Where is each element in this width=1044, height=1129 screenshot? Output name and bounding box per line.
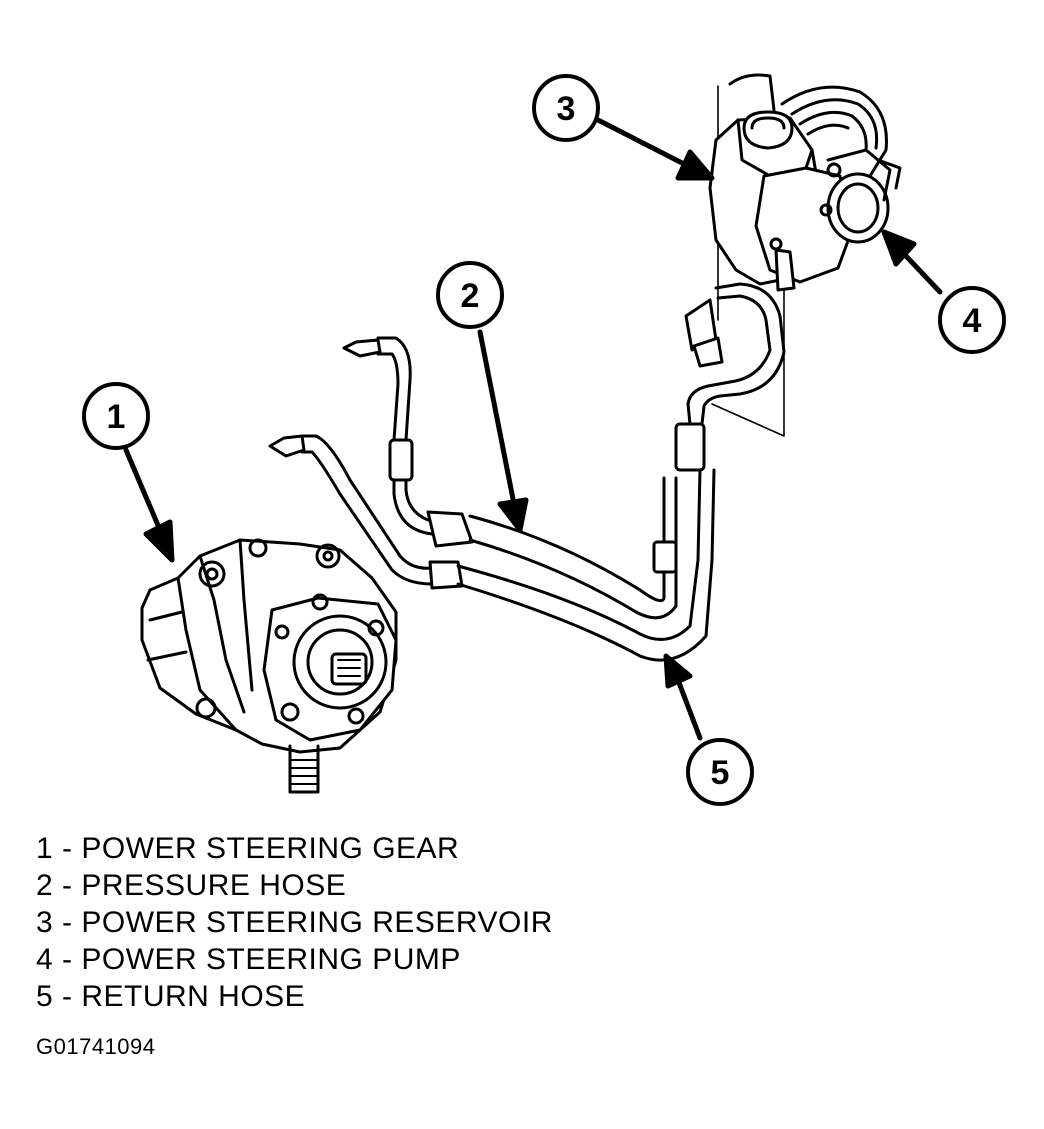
legend-item: 2 - PRESSURE HOSE bbox=[36, 869, 347, 902]
legend: 1 - POWER STEERING GEAR 2 - PRESSURE HOS… bbox=[36, 830, 553, 1015]
callout-1-label: 1 bbox=[107, 398, 126, 436]
power-steering-diagram: 1 2 3 4 5 bbox=[82, 73, 1006, 806]
power-steering-gear-illustration bbox=[140, 538, 398, 794]
callout-5: 5 bbox=[686, 738, 754, 806]
callout-3-label: 3 bbox=[557, 90, 576, 128]
figure-id: G01741094 bbox=[36, 1034, 156, 1059]
callout-arrows bbox=[123, 117, 943, 741]
return-hose-illustration bbox=[268, 282, 786, 662]
callout-4-label: 4 bbox=[963, 302, 982, 340]
callout-5-label: 5 bbox=[711, 754, 730, 792]
legend-item: 4 - POWER STEERING PUMP bbox=[36, 943, 461, 976]
pressure-hose-illustration bbox=[342, 336, 678, 620]
callout-2-label: 2 bbox=[461, 277, 480, 315]
callout-4: 4 bbox=[938, 286, 1006, 354]
legend-item: 5 - RETURN HOSE bbox=[36, 980, 306, 1013]
callout-2: 2 bbox=[436, 261, 504, 329]
callout-3: 3 bbox=[532, 74, 600, 142]
callout-1: 1 bbox=[82, 382, 150, 450]
legend-item: 1 - POWER STEERING GEAR bbox=[36, 832, 460, 865]
legend-item: 3 - POWER STEERING RESERVOIR bbox=[36, 906, 553, 939]
power-steering-pump-illustration bbox=[708, 73, 902, 292]
